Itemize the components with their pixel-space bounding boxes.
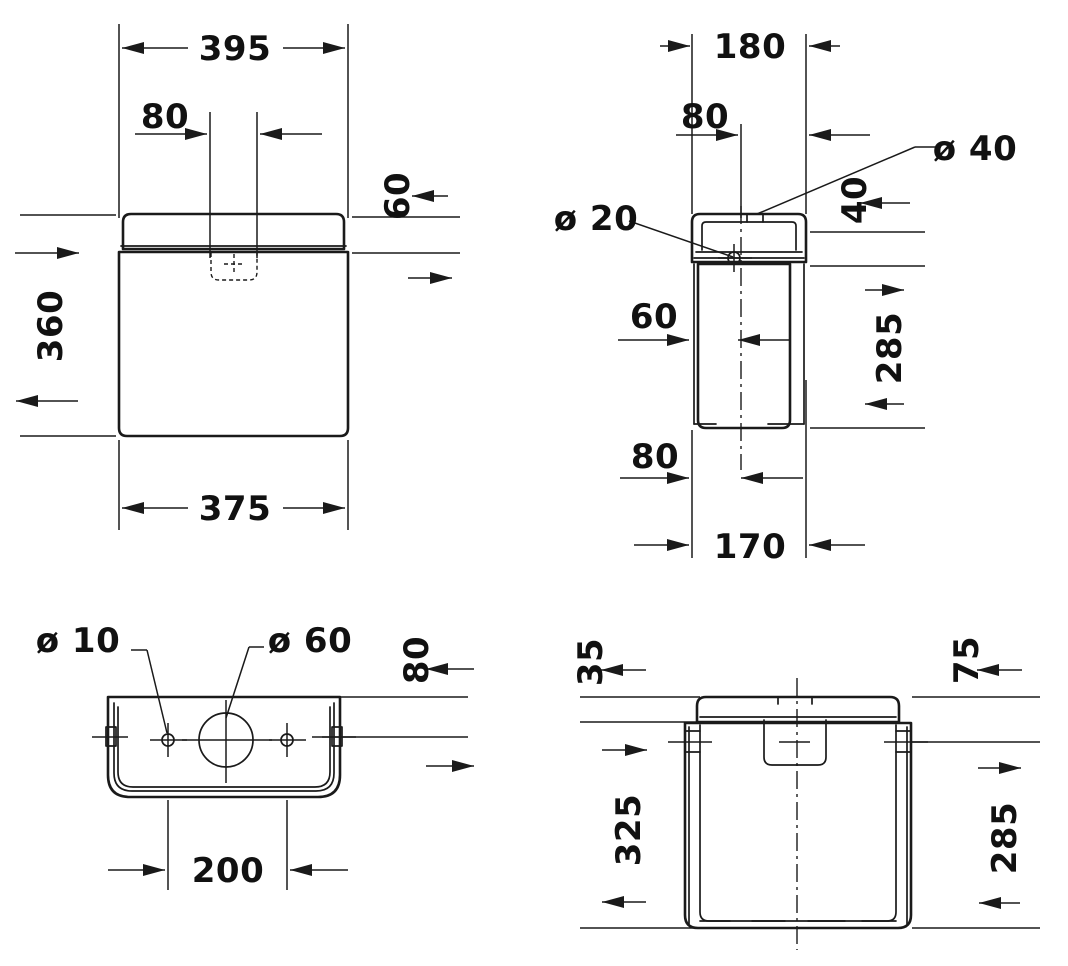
dim-label-top-80: 80	[397, 636, 437, 684]
front-view: 395 80 60 360	[15, 24, 460, 530]
side-bore-40	[746, 213, 764, 223]
top-lid-outline	[106, 695, 342, 799]
front-push-button	[210, 253, 258, 281]
dim-label-200: 200	[192, 851, 264, 891]
top-lid-inner2	[117, 706, 331, 788]
dim-label-180: 180	[714, 27, 786, 67]
dim-top-200: 200	[108, 800, 348, 891]
rear-lid-outline	[695, 695, 901, 724]
side-body-outline	[696, 262, 792, 430]
dim-label-325: 325	[609, 794, 649, 866]
leader-d20	[628, 220, 734, 258]
dim-side-170: 170	[634, 527, 865, 567]
dim-label-75: 75	[947, 636, 987, 684]
dim-label-side-60: 60	[630, 297, 678, 337]
leader-d10	[146, 649, 168, 734]
rear-push-boss	[763, 719, 827, 766]
rear-rail-tabs	[684, 730, 912, 753]
dim-label-side-285: 285	[870, 312, 910, 384]
dim-front-395: 395	[122, 29, 345, 69]
top-view: ø 10 ø 60 80 200	[36, 621, 474, 891]
dim-rear-285: 285	[912, 762, 1040, 929]
dim-side-285: 285	[810, 284, 925, 429]
dim-label-d10: ø 10	[36, 621, 121, 661]
dim-label-side-80-bottom: 80	[631, 437, 679, 477]
leader-d40	[756, 146, 916, 215]
dim-rear-75: 75	[912, 636, 1040, 743]
rear-outer-shell	[683, 721, 913, 930]
dim-side-80-top: 80	[676, 97, 870, 218]
dim-label-395: 395	[199, 29, 271, 69]
front-lid-outline	[121, 212, 346, 251]
dim-label-d20: ø 20	[554, 199, 639, 239]
front-body-outline	[117, 250, 350, 438]
dim-label-35: 35	[571, 638, 611, 686]
dim-label-side-40: 40	[835, 176, 875, 224]
side-lid-rim	[701, 221, 797, 251]
dim-label-front-80: 80	[141, 97, 189, 137]
dim-rear-325: 325	[580, 744, 700, 929]
dim-label-360: 360	[31, 290, 71, 362]
dim-front-375: 375	[122, 489, 345, 529]
rear-lid-notch	[777, 696, 813, 705]
side-view: 180 80 ø 20 ø 40	[554, 27, 1018, 567]
leader-d60	[225, 646, 250, 719]
side-lid-outline	[690, 212, 808, 264]
rear-view: 35 325 75 285	[571, 636, 1040, 950]
dim-label-170: 170	[714, 527, 786, 567]
dim-side-d20: ø 20	[554, 199, 734, 258]
dim-label-d60: ø 60	[268, 621, 353, 661]
dim-label-375: 375	[199, 489, 271, 529]
dim-side-d40: ø 40	[756, 129, 1018, 215]
dim-side-180: 180	[660, 27, 840, 67]
top-lid-inner	[113, 702, 335, 792]
dim-label-d40: ø 40	[933, 129, 1018, 169]
dim-rear-35: 35	[571, 638, 700, 723]
dim-front-360: 360	[15, 214, 116, 437]
dim-label-front-60: 60	[378, 172, 418, 220]
dim-label-rear-285: 285	[985, 802, 1025, 874]
dim-front-60: 60	[352, 172, 460, 284]
dim-side-60: 60	[618, 297, 790, 346]
dim-label-side-80-top: 80	[681, 97, 729, 137]
dim-front-80: 80	[135, 97, 322, 140]
rear-inner-body	[699, 724, 897, 922]
dim-side-80-bottom: 80	[620, 437, 803, 484]
dim-top-d10: ø 10	[36, 621, 168, 734]
dim-top-d60: ø 60	[225, 621, 353, 719]
dim-side-40: 40	[810, 176, 925, 267]
